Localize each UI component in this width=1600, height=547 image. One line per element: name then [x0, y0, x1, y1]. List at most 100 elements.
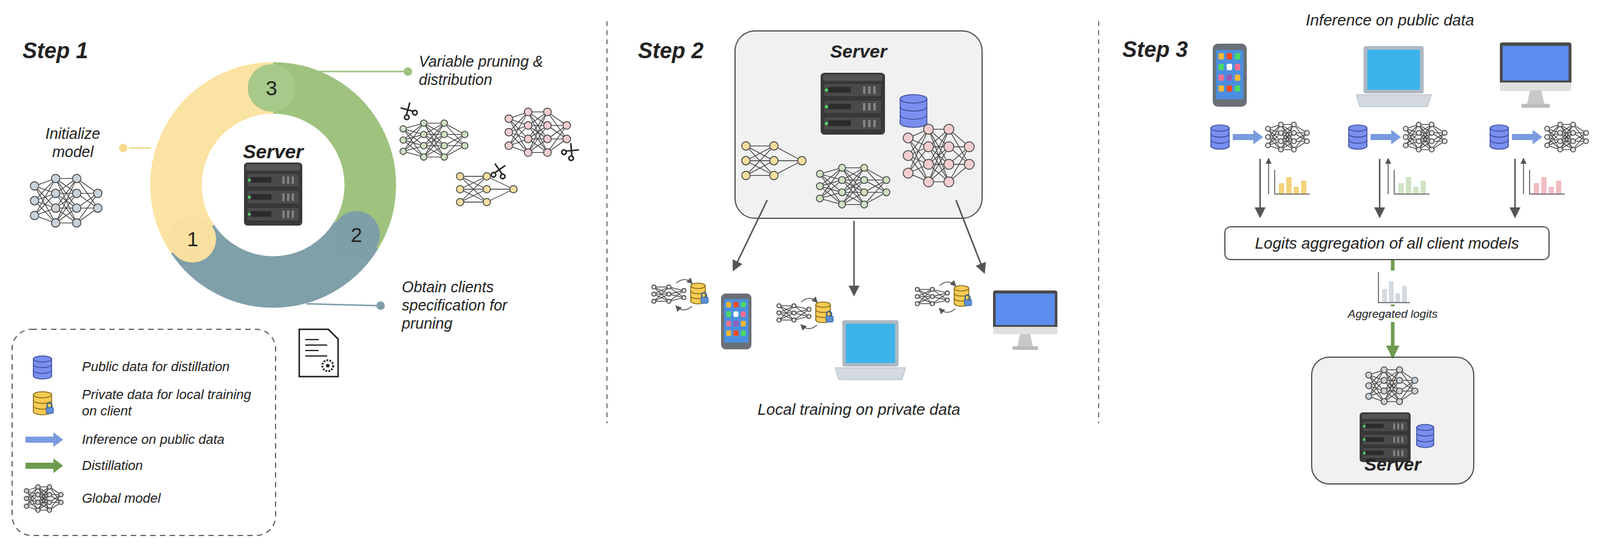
leader-line [128, 147, 152, 150]
circle-shape [456, 172, 464, 181]
line-shape [773, 146, 802, 161]
circle-shape [964, 159, 975, 170]
ellipse-shape [1210, 125, 1230, 132]
line-shape [778, 313, 794, 321]
ellipse-shape [33, 392, 52, 399]
circle-shape [860, 164, 868, 172]
circle-shape [1403, 126, 1409, 132]
rect-shape [1218, 63, 1225, 70]
network-icon [816, 164, 890, 209]
rect-shape [1234, 74, 1241, 81]
line-shape [745, 146, 774, 161]
rect-shape [826, 316, 834, 323]
laptop-icon [835, 320, 906, 380]
ellipse-shape [1490, 125, 1509, 132]
circle-shape [1291, 138, 1297, 144]
leader-line [292, 71, 404, 73]
rect-shape [1234, 85, 1241, 92]
line-shape [1418, 124, 1432, 150]
arrow-line [1379, 159, 1381, 217]
monitor-icon [1499, 42, 1572, 109]
circle-shape [30, 211, 39, 221]
line-shape [778, 313, 794, 321]
server-icon [820, 72, 885, 135]
rect-shape [1499, 82, 1572, 91]
circle-shape [524, 108, 533, 116]
circle-shape [441, 154, 448, 161]
circle-shape [1403, 143, 1409, 149]
circle-shape [51, 189, 61, 198]
bar-chart [1376, 270, 1412, 305]
circle-shape [681, 288, 686, 294]
aggregation-box: Logits aggregation of all client models [1224, 226, 1550, 261]
path-shape [801, 325, 817, 329]
rect-shape [842, 320, 899, 367]
rect-shape [863, 103, 866, 111]
rect-shape [741, 330, 746, 337]
rect-shape [1548, 186, 1554, 195]
path-shape [1527, 90, 1545, 104]
circle-shape [1416, 122, 1421, 127]
path-shape [1394, 169, 1430, 195]
circle-shape [461, 142, 469, 150]
step-number: 2 [332, 211, 380, 259]
database-icon [900, 94, 927, 128]
circle-shape [769, 156, 779, 166]
circle-shape [400, 125, 407, 133]
step-number: 1 [168, 215, 217, 263]
node-text: Server [1312, 454, 1474, 476]
circle-shape [1380, 367, 1387, 374]
laptop-icon [1355, 46, 1432, 107]
line-shape [773, 160, 802, 176]
circle-shape [1544, 134, 1550, 140]
rect-shape [251, 211, 272, 217]
rect-shape [1541, 177, 1547, 195]
line-shape [653, 294, 669, 302]
rect-shape [1402, 286, 1407, 304]
circle-shape [543, 135, 552, 144]
path-shape [1348, 134, 1367, 138]
circle-shape [568, 155, 575, 163]
rect-shape [726, 330, 732, 337]
line-shape [778, 305, 794, 314]
circle-shape [1429, 147, 1435, 153]
network-icon [505, 108, 571, 157]
circle-shape [741, 171, 751, 181]
line-shape [38, 487, 50, 511]
annotation-label: Inference on public data [1268, 10, 1512, 30]
database-icon [1416, 424, 1434, 448]
line-shape [653, 287, 669, 295]
rect-shape [828, 103, 851, 110]
circle-shape [1570, 138, 1576, 144]
server-box: Server [734, 30, 983, 220]
circle-shape [491, 172, 497, 178]
scissors-icon [399, 101, 419, 121]
step-heading: Step 1 [22, 37, 144, 64]
legend-text: Global model [81, 490, 268, 508]
rect-shape [993, 327, 1058, 335]
rect-shape [1362, 434, 1409, 446]
network-icon [651, 285, 686, 304]
line-shape [932, 293, 948, 305]
circle-shape [860, 201, 868, 209]
block-arrow [1232, 129, 1264, 145]
legend-text: Distillation [81, 457, 268, 475]
circle-shape [1411, 377, 1418, 384]
rect-shape [1226, 53, 1233, 60]
database-icon [33, 392, 54, 416]
circle-shape [1544, 143, 1550, 149]
ring-hole [202, 114, 345, 257]
rect-shape [741, 321, 746, 327]
circle-shape [1396, 398, 1403, 405]
circle-shape [769, 142, 779, 151]
circle-shape [1278, 122, 1284, 127]
legend-swatch [25, 432, 64, 448]
rect-shape [291, 193, 294, 201]
line-shape [460, 189, 487, 203]
circle-shape [524, 135, 533, 144]
rect-shape [733, 302, 739, 308]
circle-shape [1416, 130, 1421, 136]
circle-shape [456, 185, 464, 194]
circle-shape [923, 124, 934, 135]
circle-shape [1362, 425, 1366, 428]
